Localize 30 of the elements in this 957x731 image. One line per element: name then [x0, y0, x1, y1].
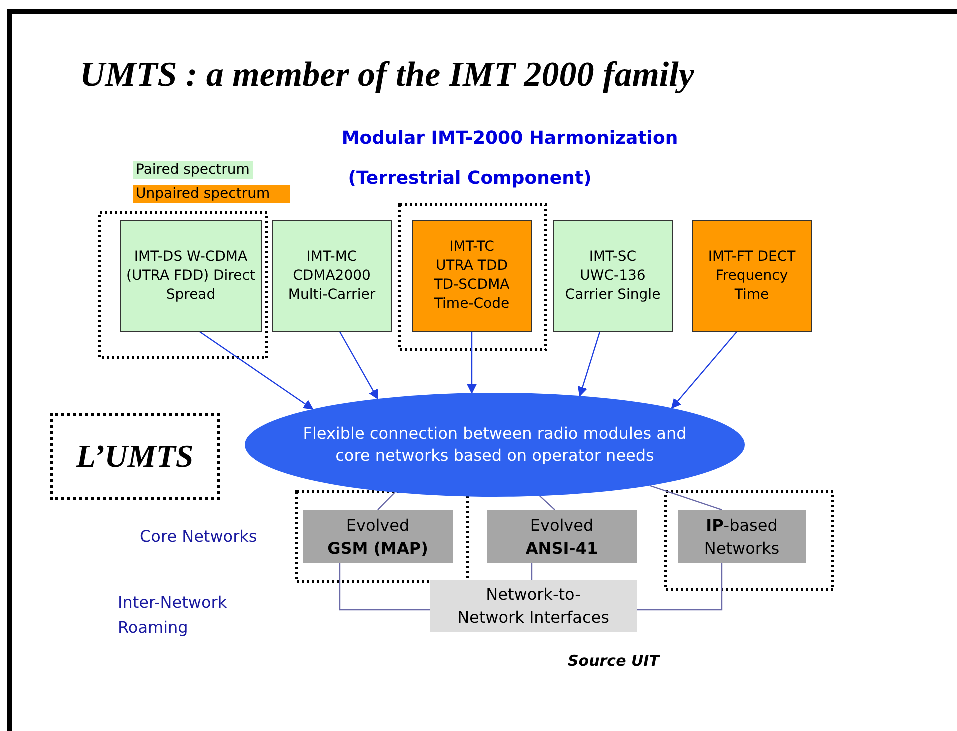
radio-module-box: IMT-DS W-CDMA (UTRA FDD) Direct Spread: [120, 220, 262, 332]
connection-ellipse: Flexible connection between radio modules and core networks based on operator needs: [245, 393, 745, 497]
legend-item: Paired spectrum: [133, 161, 253, 179]
connector-line: [339, 563, 430, 611]
source-note: Source UIT: [568, 652, 662, 670]
heading: (Terrestrial Component): [347, 168, 593, 189]
radio-module-box: IMT-MC CDMA2000 Multi-Carrier: [272, 220, 392, 332]
row-label: Core Networks: [140, 527, 258, 546]
radio-module-box: IMT-FT DECT Frequency Time: [692, 220, 812, 332]
radio-module-box: IMT-SC UWC-136 Carrier Single: [553, 220, 673, 332]
core-network-box: Evolved GSM (MAP): [303, 510, 453, 563]
arrow: [578, 332, 601, 398]
arrow: [339, 332, 379, 400]
interface-box: Network-to-Network Interfaces: [430, 580, 637, 632]
arrow: [467, 332, 477, 394]
row-label: Inter-Network Roaming: [118, 592, 228, 639]
arrow: [671, 332, 738, 410]
title: UMTS : a member of the IMT 2000 family: [80, 55, 696, 95]
heading: Modular IMT-2000 Harmonization: [340, 128, 680, 149]
connector-line: [378, 492, 396, 510]
dotted-box: L’UMTS: [50, 413, 220, 500]
core-network-box: Evolved ANSI-41: [487, 510, 637, 563]
arrow: [200, 332, 314, 410]
core-network-box: IP-based Networks: [678, 510, 806, 563]
connector-line: [531, 563, 533, 580]
connector-line: [637, 563, 723, 611]
connector-line: [540, 496, 556, 510]
legend-item: Unpaired spectrum: [133, 185, 290, 203]
radio-module-box: IMT-TC UTRA TDD TD-SCDMA Time-Code: [412, 220, 532, 332]
connector-line: [650, 485, 722, 511]
